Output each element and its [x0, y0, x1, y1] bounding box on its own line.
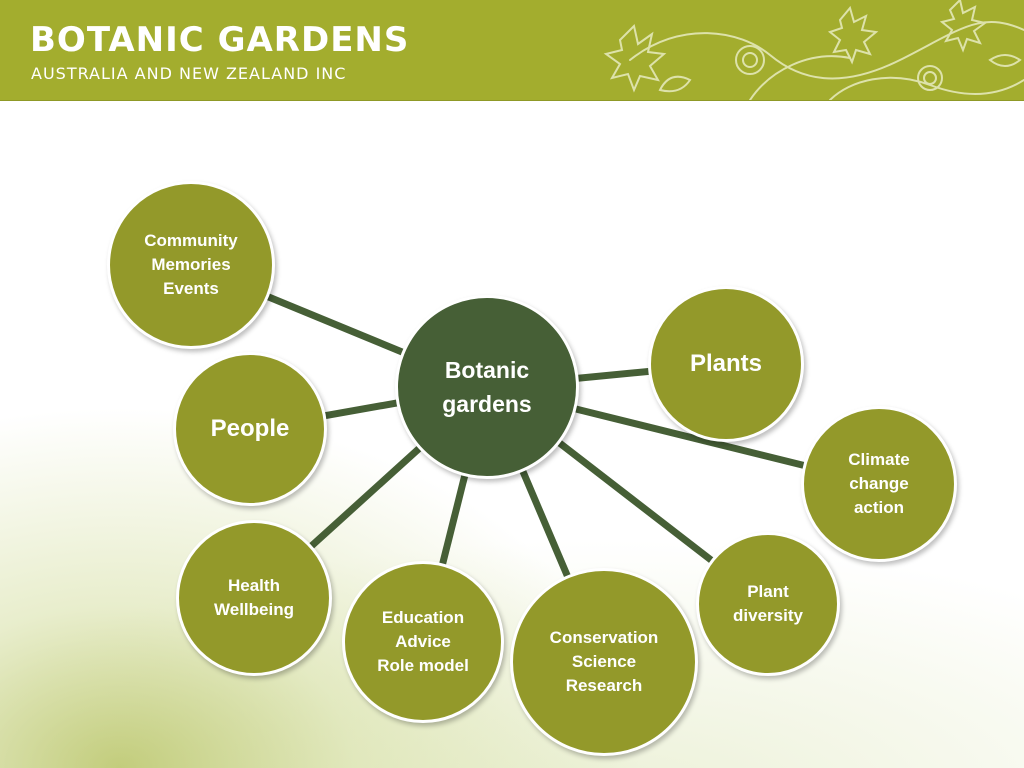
node-plants: Plants	[648, 286, 804, 442]
node-education: Education Advice Role model	[342, 561, 504, 723]
organization-title: BOTANIC GARDENS	[30, 20, 410, 60]
node-health: Health Wellbeing	[176, 520, 332, 676]
node-people: People	[173, 352, 327, 506]
header-banner: BOTANIC GARDENS AUSTRALIA AND NEW ZEALAN…	[0, 0, 1024, 101]
hub-node-botanic-gardens: Botanic gardens	[395, 295, 579, 479]
node-plant-diversity: Plant diversity	[696, 532, 840, 676]
node-conservation: Conservation Science Research	[510, 568, 698, 756]
organization-subtitle: AUSTRALIA AND NEW ZEALAND INC	[31, 64, 347, 83]
node-climate: Climate change action	[801, 406, 957, 562]
floral-ornament-icon	[603, 0, 1024, 100]
node-community: Community Memories Events	[107, 181, 275, 349]
